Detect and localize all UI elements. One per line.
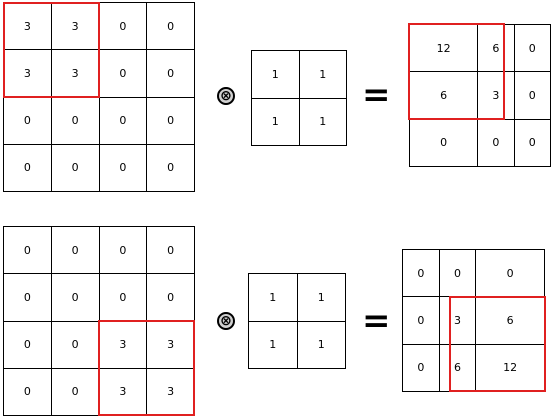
- matrix-cell: 0: [146, 49, 195, 98]
- matrix-cell: 1: [248, 320, 298, 369]
- matrix-cell: 0: [98, 96, 148, 145]
- matrix-cell: 6: [475, 296, 545, 345]
- matrix-cell: 0: [513, 118, 552, 168]
- matrix-cell: 3: [146, 320, 195, 369]
- matrix-cell: 0: [146, 96, 195, 145]
- matrix-cell: 0: [3, 96, 52, 145]
- matrix-cell: 0: [438, 248, 477, 298]
- matrix-cell: 0: [3, 143, 52, 193]
- matrix-cell: 6: [408, 71, 479, 120]
- matrix-cell: 3: [146, 367, 195, 417]
- matrix-cell: 0: [402, 296, 440, 345]
- matrix-cell: 0: [3, 367, 52, 417]
- matrix-cell: 0: [146, 225, 195, 275]
- matrix-cell: 0: [513, 71, 552, 120]
- matrix-cell: 1: [298, 50, 347, 99]
- matrix-cell: 0: [98, 143, 148, 193]
- matrix-cell: 3: [3, 1, 52, 51]
- matrix-cell: 3: [98, 367, 148, 417]
- matrix-cell: 0: [408, 118, 479, 168]
- matrix-cell: 1: [251, 97, 300, 146]
- bottom-equals-sign: =: [362, 301, 391, 341]
- matrix-cell: 0: [402, 343, 440, 393]
- matrix-cell: 0: [3, 273, 52, 322]
- matrix-cell: 0: [50, 320, 100, 369]
- matrix-cell: 1: [296, 320, 346, 369]
- matrix-cell: 0: [98, 273, 148, 322]
- matrix-cell: 6: [477, 23, 515, 73]
- matrix-cell: 3: [438, 296, 477, 345]
- matrix-cell: 0: [402, 248, 440, 298]
- matrix-cell: 0: [146, 273, 195, 322]
- matrix-cell: 12: [475, 343, 545, 393]
- matrix-cell: 3: [477, 71, 515, 120]
- matrix-cell: 0: [477, 118, 515, 168]
- convolution-operator-icon: ⊗: [217, 87, 235, 105]
- top-equals-sign: =: [362, 75, 391, 115]
- matrix-cell: 3: [98, 320, 148, 369]
- matrix-cell: 0: [98, 49, 148, 98]
- matrix-cell: 0: [3, 320, 52, 369]
- matrix-cell: 12: [408, 23, 479, 73]
- matrix-cell: 0: [475, 248, 545, 298]
- matrix-cell: 0: [50, 367, 100, 417]
- matrix-cell: 0: [513, 23, 552, 73]
- matrix-cell: 0: [98, 1, 148, 51]
- matrix-cell: 0: [50, 96, 100, 145]
- matrix-cell: 1: [251, 50, 300, 99]
- matrix-cell: 1: [298, 97, 347, 146]
- matrix-cell: 0: [50, 143, 100, 193]
- matrix-cell: 0: [146, 143, 195, 193]
- matrix-cell: 3: [50, 49, 100, 98]
- matrix-cell: 6: [438, 343, 477, 393]
- matrix-cell: 3: [3, 49, 52, 98]
- matrix-cell: 1: [248, 273, 298, 322]
- convolution-operator-icon: ⊗: [217, 312, 235, 330]
- matrix-cell: 3: [50, 1, 100, 51]
- matrix-cell: 0: [50, 225, 100, 275]
- matrix-cell: 0: [3, 225, 52, 275]
- matrix-cell: 1: [296, 273, 346, 322]
- matrix-cell: 0: [50, 273, 100, 322]
- matrix-cell: 0: [98, 225, 148, 275]
- matrix-cell: 0: [146, 1, 195, 51]
